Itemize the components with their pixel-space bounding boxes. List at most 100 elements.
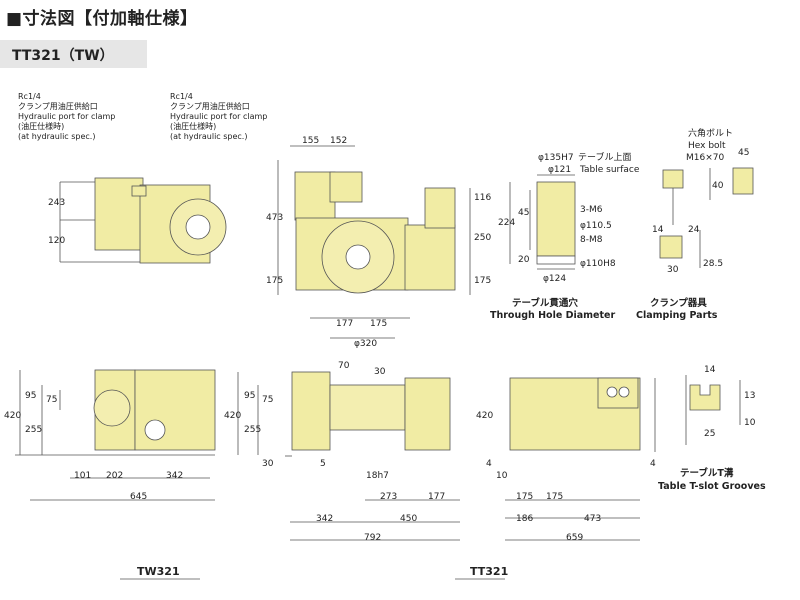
tw-255: 255 bbox=[25, 425, 42, 435]
tw-420: 420 bbox=[4, 411, 21, 421]
through-hole-view bbox=[509, 174, 576, 270]
tt-342: 342 bbox=[316, 514, 333, 524]
note1-line1: Rc1/4 bbox=[18, 92, 41, 101]
note2-line5: (at hydraulic spec.) bbox=[170, 132, 247, 141]
clamp-bolt-en: Hex bolt bbox=[688, 141, 726, 151]
note1-line5: (at hydraulic spec.) bbox=[18, 132, 95, 141]
tw-75: 75 bbox=[46, 395, 57, 405]
th-surface-en: Table surface bbox=[579, 165, 640, 175]
mid-70: 70 bbox=[338, 361, 350, 371]
dim-175-b: 175 bbox=[474, 276, 491, 286]
rt-473: 473 bbox=[584, 514, 601, 524]
tw-95: 95 bbox=[25, 391, 36, 401]
th-3m6: 3-M6 bbox=[580, 205, 603, 215]
note1-line3: Hydraulic port for clamp bbox=[18, 112, 115, 121]
ts-25: 25 bbox=[704, 429, 715, 439]
top-left-view bbox=[59, 177, 227, 264]
note2-line4: (油圧仕様時) bbox=[170, 121, 216, 131]
ts-10: 10 bbox=[744, 418, 756, 428]
th-caption-en: Through Hole Diameter bbox=[490, 310, 615, 321]
th-110h8: φ110H8 bbox=[580, 259, 616, 269]
th-surface-jp: テーブル上面 bbox=[578, 151, 631, 163]
tt321-front-view bbox=[237, 317, 460, 541]
model-label: TT321（TW） bbox=[12, 48, 114, 64]
dim-473: 473 bbox=[266, 213, 283, 223]
port-note-2: Rc1/4 クランプ用油圧供給口 Hydraulic port for clam… bbox=[170, 92, 267, 141]
label-tt321: TT321 bbox=[470, 565, 508, 578]
rt-4: 4 bbox=[650, 459, 656, 469]
rt-175-b: 175 bbox=[546, 492, 563, 502]
th-110-5: φ110.5 bbox=[580, 221, 612, 231]
tt-4: 4 bbox=[486, 459, 492, 469]
th-224: 224 bbox=[498, 218, 515, 228]
clamp-40: 40 bbox=[712, 181, 724, 191]
tt-273: 273 bbox=[380, 492, 397, 502]
tw321-front-view bbox=[15, 369, 216, 501]
ts-14: 14 bbox=[704, 365, 716, 375]
clamp-30: 30 bbox=[667, 265, 679, 275]
tt-792: 792 bbox=[364, 533, 381, 543]
clamp-14: 14 bbox=[652, 225, 664, 235]
tw-202: 202 bbox=[106, 471, 123, 481]
clamp-caption-en: Clamping Parts bbox=[636, 310, 718, 321]
th-20: 20 bbox=[518, 255, 530, 265]
clamp-28-5: 28.5 bbox=[703, 259, 723, 269]
th-45: 45 bbox=[518, 208, 529, 218]
mid-30: 30 bbox=[374, 367, 386, 377]
dim-250: 250 bbox=[474, 233, 491, 243]
note1-line4: (油圧仕様時) bbox=[18, 121, 64, 131]
clamp-24: 24 bbox=[688, 225, 700, 235]
rt-10: 10 bbox=[496, 471, 508, 481]
clamp-45: 45 bbox=[738, 148, 749, 158]
mid-320: φ320 bbox=[354, 339, 377, 349]
dim-116: 116 bbox=[474, 193, 491, 203]
tt-95: 95 bbox=[244, 391, 255, 401]
clamp-caption-jp: クランプ器具 bbox=[650, 297, 707, 309]
tt-420-b: 420 bbox=[476, 411, 493, 421]
port-note-1: Rc1/4 クランプ用油圧供給口 Hydraulic port for clam… bbox=[18, 92, 115, 141]
clamp-bolt-size: M16×70 bbox=[686, 153, 724, 163]
rt-186: 186 bbox=[516, 514, 533, 524]
top-center-view bbox=[277, 145, 471, 295]
note2-line1: Rc1/4 bbox=[170, 92, 193, 101]
clamp-bolt-jp: 六角ボルト bbox=[688, 127, 733, 139]
tw-101: 101 bbox=[74, 471, 91, 481]
note2-line2: クランプ用油圧供給口 bbox=[170, 101, 250, 111]
tslot-view bbox=[685, 375, 741, 445]
dim-175-a: 175 bbox=[266, 276, 283, 286]
tw-645: 645 bbox=[130, 492, 147, 502]
tt-75: 75 bbox=[262, 395, 273, 405]
dim-120: 120 bbox=[48, 236, 65, 246]
tt-177: 177 bbox=[428, 492, 445, 502]
page-title: ■寸法図【付加軸仕様】 bbox=[6, 9, 198, 29]
tt-420: 420 bbox=[224, 411, 241, 421]
dim-155: 155 bbox=[302, 136, 319, 146]
th-124: φ124 bbox=[543, 274, 566, 284]
label-tw321: TW321 bbox=[137, 565, 180, 578]
tt-255: 255 bbox=[244, 425, 261, 435]
th-135h7: φ135H7 bbox=[538, 153, 574, 163]
tslot-caption-en: Table T-slot Grooves bbox=[658, 481, 766, 492]
th-8m8: 8-M8 bbox=[580, 235, 603, 245]
th-121: φ121 bbox=[548, 165, 571, 175]
mid-175: 175 bbox=[370, 319, 387, 329]
dim-243: 243 bbox=[48, 198, 65, 208]
clamp-parts-view bbox=[659, 167, 754, 268]
tslot-caption-jp: テーブルT溝 bbox=[680, 467, 734, 479]
note2-line3: Hydraulic port for clamp bbox=[170, 112, 267, 121]
tt-30: 30 bbox=[262, 459, 274, 469]
rt-175-a: 175 bbox=[516, 492, 533, 502]
tt-450: 450 bbox=[400, 514, 417, 524]
side-view bbox=[505, 377, 656, 541]
tw-342: 342 bbox=[166, 471, 183, 481]
th-caption-jp: テーブル貫通穴 bbox=[512, 297, 578, 309]
rt-659: 659 bbox=[566, 533, 583, 543]
mid-177: 177 bbox=[336, 319, 353, 329]
tt-18h7: 18h7 bbox=[366, 471, 389, 481]
tt-5: 5 bbox=[320, 459, 326, 469]
model-bar: TT321（TW） bbox=[0, 40, 147, 68]
ts-13: 13 bbox=[744, 391, 755, 401]
note1-line2: クランプ用油圧供給口 bbox=[18, 101, 98, 111]
dim-152: 152 bbox=[330, 136, 347, 146]
